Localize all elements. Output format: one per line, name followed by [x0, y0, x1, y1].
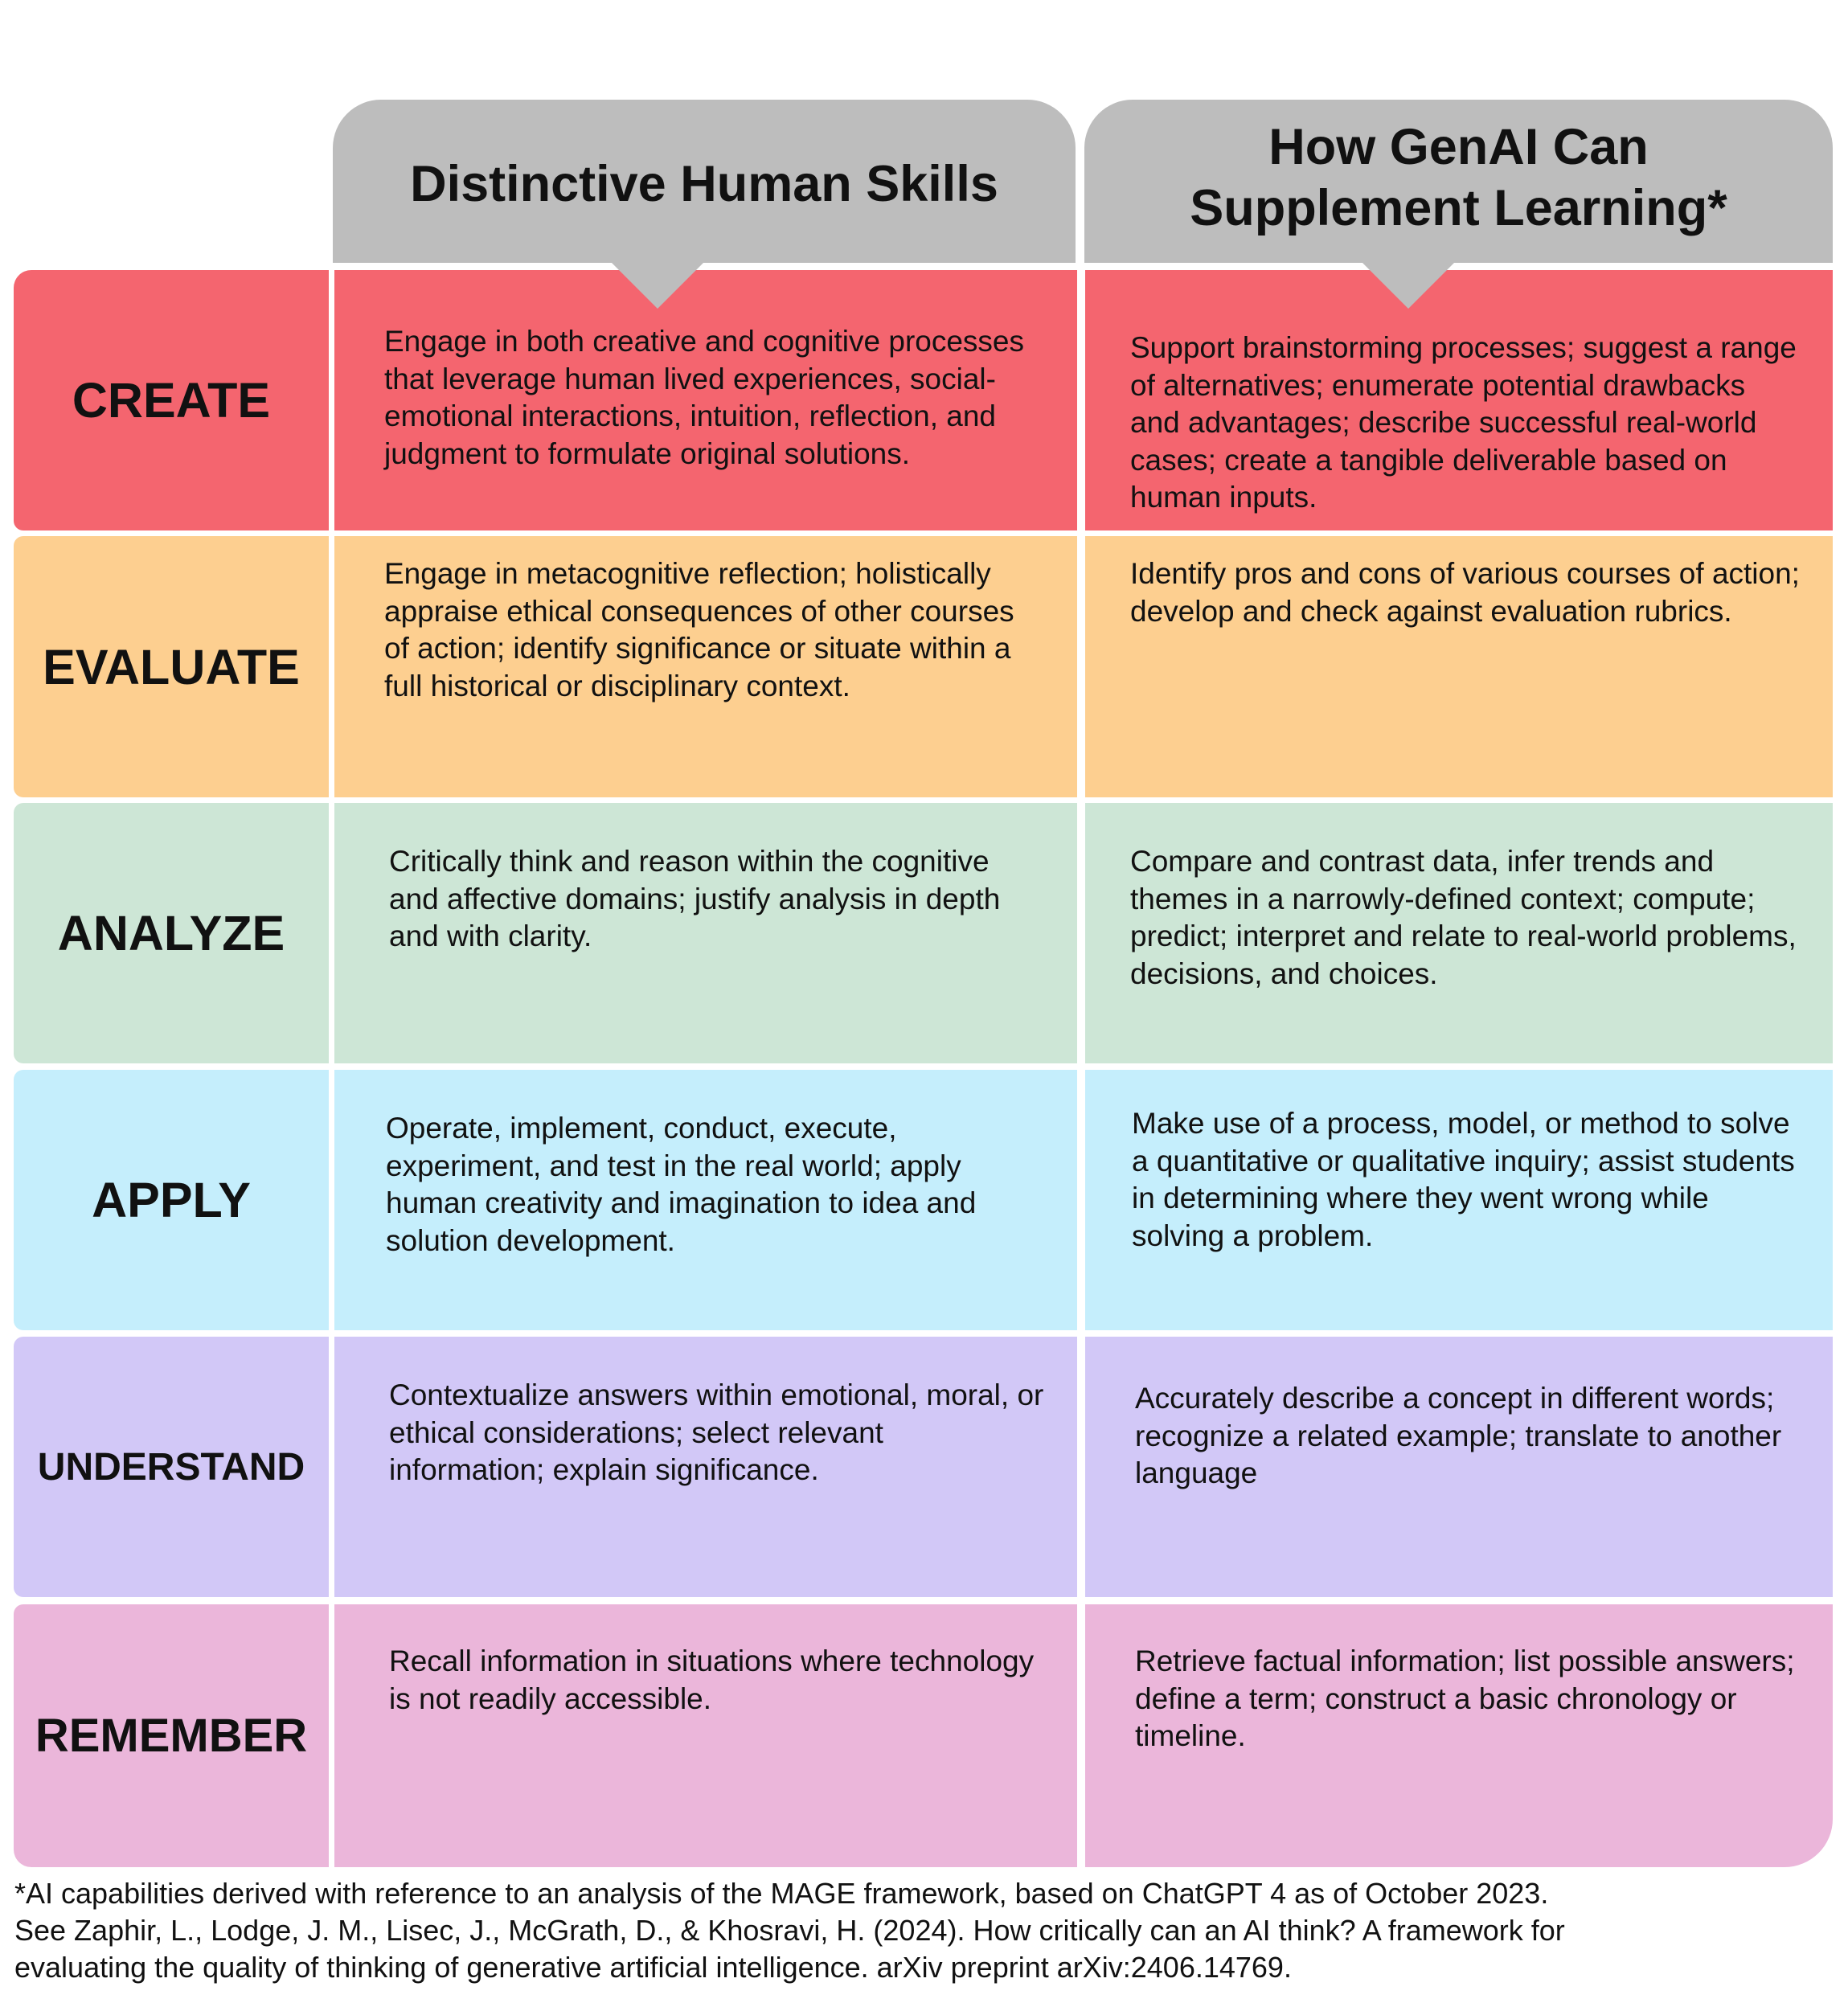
human-skill-understand: Contextualize answers within emotional, … — [334, 1337, 1077, 1597]
human-skill-remember: Recall information in situations where t… — [334, 1604, 1077, 1867]
human-skill-text: Contextualize answers within emotional, … — [389, 1378, 1044, 1486]
header-genai-supplement-text: How GenAI Can Supplement Learning* — [1190, 118, 1727, 236]
genai-supplement-analyze: Compare and contrast data, infer trends … — [1085, 803, 1833, 1063]
header-human-skills-text: Distinctive Human Skills — [410, 155, 998, 212]
genai-supplement-evaluate: Identify pros and cons of various course… — [1085, 536, 1833, 797]
notch-genai-supplement — [1362, 262, 1455, 309]
genai-supplement-text: Support brainstorming processes; suggest… — [1130, 331, 1797, 514]
genai-supplement-text: Compare and contrast data, infer trends … — [1130, 845, 1797, 990]
genai-supplement-text: Retrieve factual information; list possi… — [1135, 1645, 1795, 1752]
level-label-remember: REMEMBER — [14, 1604, 329, 1867]
footnote-line: See Zaphir, L., Lodge, J. M., Lisec, J.,… — [14, 1914, 1565, 1947]
human-skill-create: Engage in both creative and cognitive pr… — [334, 270, 1077, 530]
human-skill-text: Recall information in situations where t… — [389, 1645, 1035, 1715]
human-skill-text: Operate, implement, conduct, execute, ex… — [386, 1112, 977, 1257]
level-label-evaluate: EVALUATE — [14, 536, 329, 797]
human-skill-apply: Operate, implement, conduct, execute, ex… — [334, 1070, 1077, 1330]
genai-supplement-apply: Make use of a process, model, or method … — [1085, 1070, 1833, 1330]
level-label-apply: APPLY — [14, 1070, 329, 1330]
human-skill-text: Engage in metacognitive reflection; holi… — [384, 557, 1014, 702]
level-label-analyze: ANALYZE — [14, 803, 329, 1063]
genai-supplement-text: Identify pros and cons of various course… — [1130, 557, 1800, 628]
footnote: *AI capabilities derived with reference … — [14, 1875, 1831, 1986]
header-genai-supplement: How GenAI Can Supplement Learning* — [1084, 100, 1833, 263]
genai-supplement-remember: Retrieve factual information; list possi… — [1085, 1604, 1833, 1867]
notch-human-skills — [611, 262, 704, 309]
genai-supplement-text: Accurately describe a concept in differe… — [1135, 1382, 1782, 1489]
genai-supplement-understand: Accurately describe a concept in differe… — [1085, 1337, 1833, 1597]
footnote-line: *AI capabilities derived with reference … — [14, 1877, 1549, 1910]
header-human-skills: Distinctive Human Skills — [333, 100, 1076, 263]
human-skill-analyze: Critically think and reason within the c… — [334, 803, 1077, 1063]
level-label-understand: UNDERSTAND — [14, 1337, 329, 1597]
human-skill-text: Critically think and reason within the c… — [389, 845, 1001, 952]
human-skill-evaluate: Engage in metacognitive reflection; holi… — [334, 536, 1077, 797]
footnote-line: evaluating the quality of thinking of ge… — [14, 1951, 1292, 1984]
genai-supplement-create: Support brainstorming processes; suggest… — [1085, 270, 1833, 530]
genai-supplement-text: Make use of a process, model, or method … — [1132, 1107, 1795, 1252]
human-skill-text: Engage in both creative and cognitive pr… — [384, 325, 1025, 470]
level-label-create: CREATE — [14, 270, 329, 530]
